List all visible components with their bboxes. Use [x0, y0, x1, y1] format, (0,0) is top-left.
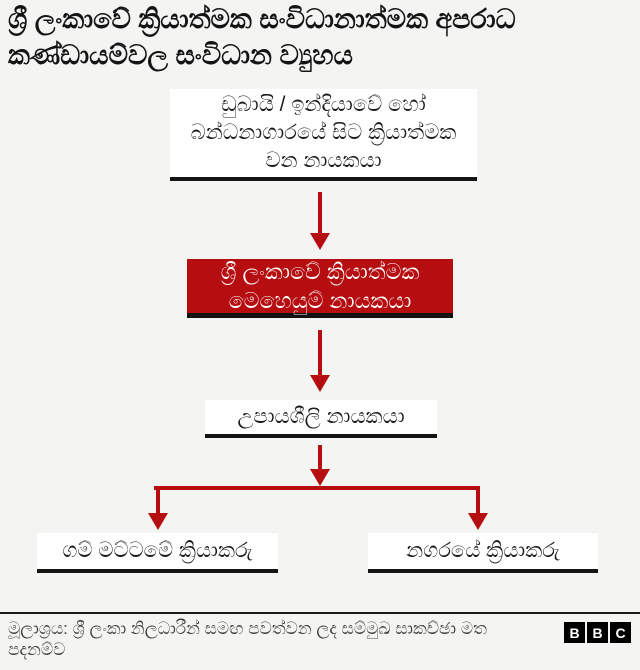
- node-top-leader-label: ඩුබායි / ඉන්දියාවේ හෝ බන්ධනාගාරයේ සිට ක්…: [190, 93, 457, 172]
- node-operational-leader: ශ්‍රී ලංකාවේ ක්‍රියාත්මක මෙහෙයුම් නායකයා: [187, 259, 453, 318]
- footer-divider: [0, 612, 640, 614]
- node-village-operator: ගම් මට්ටමේ ක්‍රියාකරු: [37, 533, 278, 573]
- node-tactical-leader: උපායශීලි නායකයා: [205, 400, 437, 438]
- bbc-logo-letter: B: [564, 622, 585, 643]
- bbc-logo-letter: C: [610, 622, 631, 643]
- arrow-down-icon: [148, 513, 168, 530]
- node-village-operator-label: ගම් මට්ටමේ ක්‍රියාකරු: [62, 539, 253, 563]
- node-city-operator-label: නගරයේ ක්‍රියාකරු: [406, 539, 560, 563]
- source-text: මූලාශ්‍රය: ශ්‍රී ලංකා නිලධාරීන් සමඟ පවත්…: [8, 619, 487, 660]
- node-tactical-leader-label: උපායශීලි නායකයා: [237, 405, 405, 429]
- node-top-leader: ඩුබායි / ඉන්දියාවේ හෝ බන්ධනාගාරයේ සිට ක්…: [170, 89, 477, 181]
- node-city-operator: නගරයේ ක්‍රියාකරු: [368, 533, 598, 573]
- bbc-logo-letter: B: [587, 622, 608, 643]
- arrow-down-icon: [468, 513, 488, 530]
- page-title: ශ්‍රී ලංකාවේ ක්‍රියාත්මක සංවිධානාත්මක අප…: [8, 4, 516, 70]
- bbc-logo: B B C: [564, 622, 631, 643]
- node-operational-leader-label: ශ්‍රී ලංකාවේ ක්‍රියාත්මක මෙහෙයුම් නායකයා: [220, 258, 420, 313]
